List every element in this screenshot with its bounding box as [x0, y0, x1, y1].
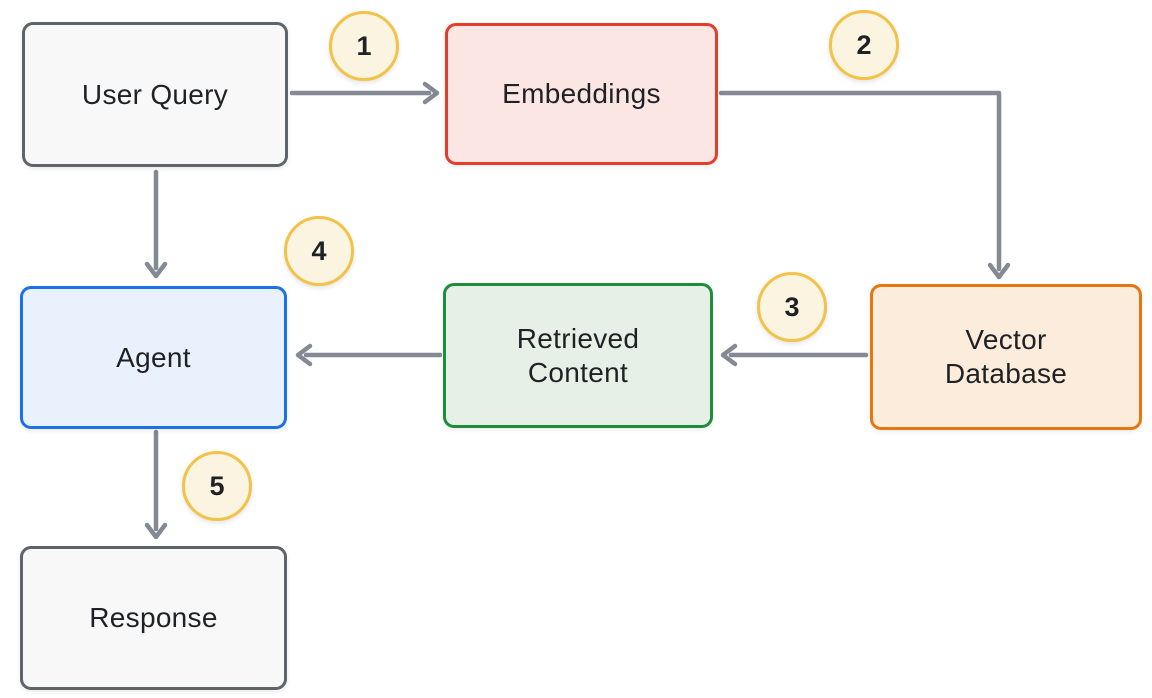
arrow-agent-to-response: [144, 429, 168, 540]
step-badge-label: 2: [856, 29, 872, 60]
arrow-vector-database-to-retrieved-content: [720, 343, 869, 367]
step-badge-label: 4: [311, 235, 327, 266]
node-label: Response: [89, 602, 218, 633]
step-badge-label: 1: [356, 30, 372, 61]
arrow-retrieved-content-to-agent: [295, 343, 443, 367]
step-badge-2: 2: [829, 10, 899, 80]
step-badge-3: 3: [757, 272, 827, 342]
arrow-user-query-to-embeddings: [289, 81, 440, 105]
step-badge-4: 4: [284, 216, 354, 286]
step-badge-5: 5: [182, 451, 252, 521]
node-user-query: User Query: [22, 22, 288, 167]
step-badge-1: 1: [329, 11, 399, 81]
node-label: Vector Database: [944, 324, 1068, 389]
node-label: Agent: [116, 341, 191, 373]
node-retrieved-content: Retrieved Content: [443, 283, 713, 428]
node-vector-database: Vector Database: [870, 284, 1142, 430]
node-agent: Agent: [20, 286, 287, 429]
step-badge-label: 3: [784, 291, 800, 322]
node-label: User Query: [81, 78, 229, 110]
node-response: Response: [20, 546, 287, 690]
step-badge-label: 5: [209, 470, 225, 501]
node-label: Embeddings: [502, 78, 661, 109]
node-embeddings: Embeddings: [445, 23, 718, 165]
node-label: Retrieved Content: [516, 322, 640, 388]
arrow-user-query-to-agent: [144, 169, 168, 279]
arrow-embeddings-to-vector-database: [718, 90, 1011, 280]
